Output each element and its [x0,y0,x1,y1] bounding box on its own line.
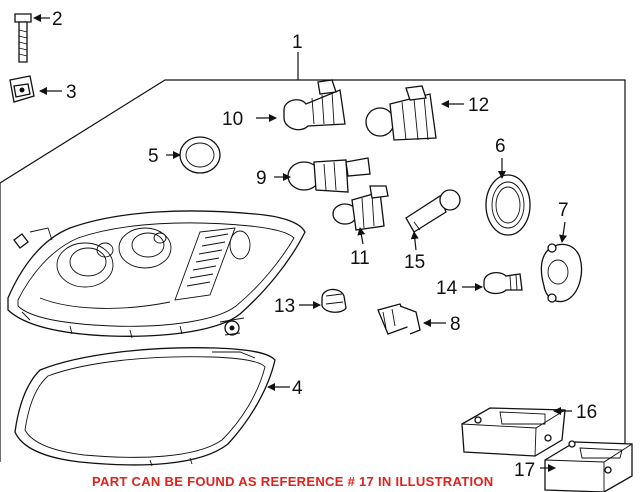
callout-12: 12 [468,95,489,116]
part-13-small-bulb [321,288,347,313]
part-7-bracket [540,243,583,303]
part-8-bulb-socket [377,303,421,335]
callout-9: 9 [256,168,267,189]
leader-lines [33,14,572,472]
callout-11: 11 [350,248,370,269]
part-6-cap-ring [485,174,531,236]
callout-15: 15 [404,252,425,273]
part-10-bulb [283,79,346,131]
part-2-bolt [14,13,32,63]
callout-17: 17 [514,460,535,481]
notice-text: PART CAN BE FOUND AS REFERENCE # 17 IN I… [92,474,494,489]
callout-6: 6 [495,136,506,157]
part-4-lens-cover [14,347,276,467]
callout-1: 1 [292,32,303,53]
part-5-seal-ring [179,136,221,174]
callout-16: 16 [576,402,597,423]
callout-3: 3 [66,82,77,103]
callout-13: 13 [274,296,295,317]
part-17-ballast [544,440,633,492]
callout-7: 7 [558,200,569,221]
part-11-bulb [332,185,389,231]
part-3-clip-nut [9,75,35,103]
notice-banner: PART CAN BE FOUND AS REFERENCE # 17 IN I… [0,472,640,492]
callout-10: 10 [222,109,243,130]
part-15-bulb [405,189,461,233]
callout-5: 5 [148,146,159,167]
headlight-housing [7,210,306,339]
part-14-wedge-bulb [483,271,523,295]
callout-2: 2 [52,9,63,30]
callout-14: 14 [436,278,458,299]
part-9-bulb [287,157,371,193]
callout-4: 4 [292,378,303,399]
assembly-boundary [0,79,626,470]
part-16-control-module [461,407,566,457]
callout-8: 8 [450,314,461,335]
part-12-bulb [365,85,437,141]
